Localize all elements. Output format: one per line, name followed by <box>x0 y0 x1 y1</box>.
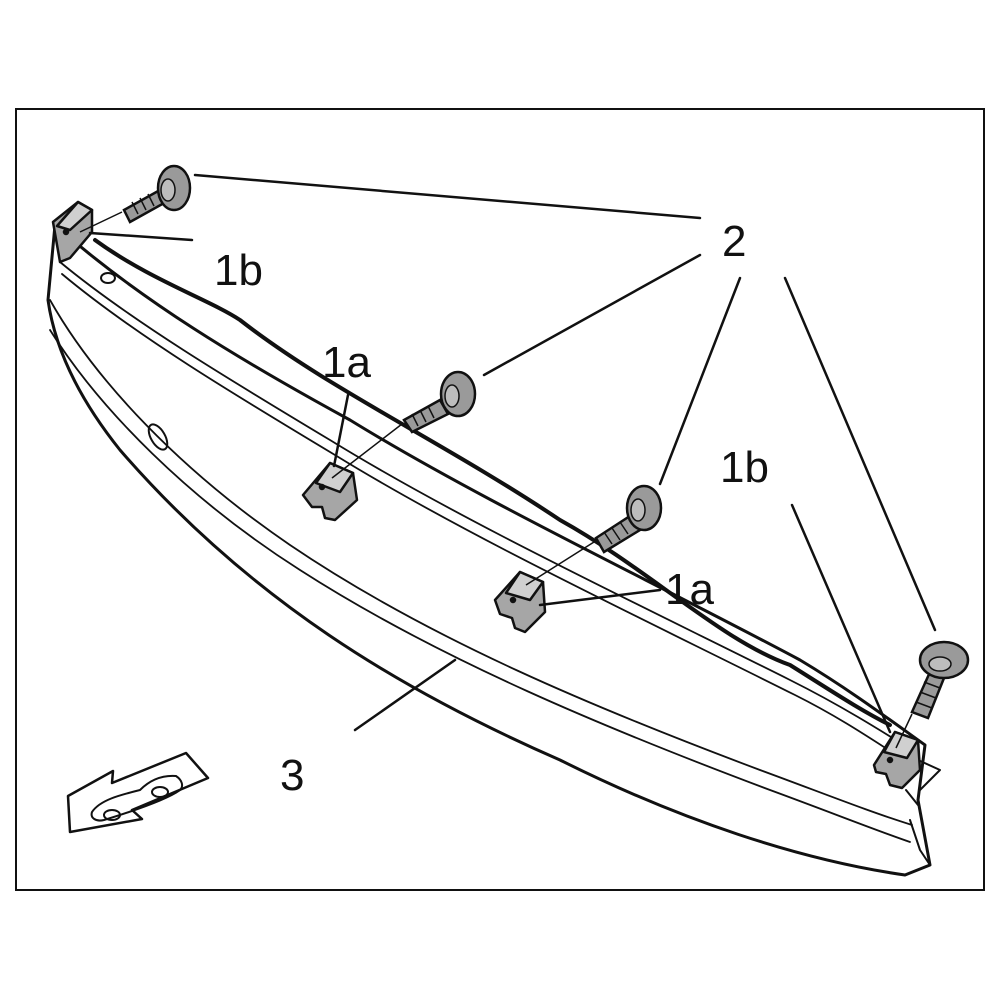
mounting-hole <box>100 272 116 284</box>
clip-1a-upper <box>301 461 359 522</box>
trim-strip-contour-4 <box>49 329 911 843</box>
trim-strip-end-detail <box>905 759 941 866</box>
leader-2-to-screw-middle-lower <box>658 276 742 486</box>
clip-icon <box>314 461 355 494</box>
leader-1b-right <box>790 503 892 734</box>
mounting-hole <box>147 423 169 451</box>
screw-right <box>910 640 970 720</box>
callout-3: 3 <box>280 751 304 800</box>
callout-1a-upper: 1a <box>322 338 371 387</box>
car-outline-icon <box>90 774 184 822</box>
clip-1b-left <box>51 200 94 264</box>
screw-middle-upper <box>402 370 477 434</box>
trim-strip <box>46 223 941 877</box>
leader-1a-upper <box>332 393 350 468</box>
callout-2: 2 <box>722 217 746 266</box>
leader-3 <box>353 658 457 732</box>
clip-icon <box>55 200 94 232</box>
leader-2-to-screw-top-left <box>193 173 702 220</box>
trim-strip-top-edge <box>93 238 892 727</box>
leader-lines <box>88 173 937 734</box>
clip-icon <box>882 730 920 760</box>
trim-strip-contour-3 <box>49 299 913 826</box>
trim-strip-body <box>46 223 932 877</box>
leader-1b-left <box>88 231 194 242</box>
callout-1b-right: 1b <box>720 443 769 492</box>
callout-1a-lower: 1a <box>665 565 714 614</box>
screw-middle-lower <box>594 484 663 554</box>
leader-2-to-screw-right <box>783 276 937 632</box>
clip-1a-lower <box>493 570 547 634</box>
front-direction-arrow-icon <box>66 751 210 834</box>
leader-2-to-screw-middle-upper <box>482 253 702 377</box>
assembly-axis-lines <box>79 211 913 749</box>
callout-1b-left: 1b <box>214 246 263 295</box>
leader-1a-lower <box>538 588 662 607</box>
trim-strip-contour-2 <box>61 273 913 766</box>
trim-strip-contour-1 <box>59 261 916 753</box>
screw-top-left <box>122 164 192 224</box>
